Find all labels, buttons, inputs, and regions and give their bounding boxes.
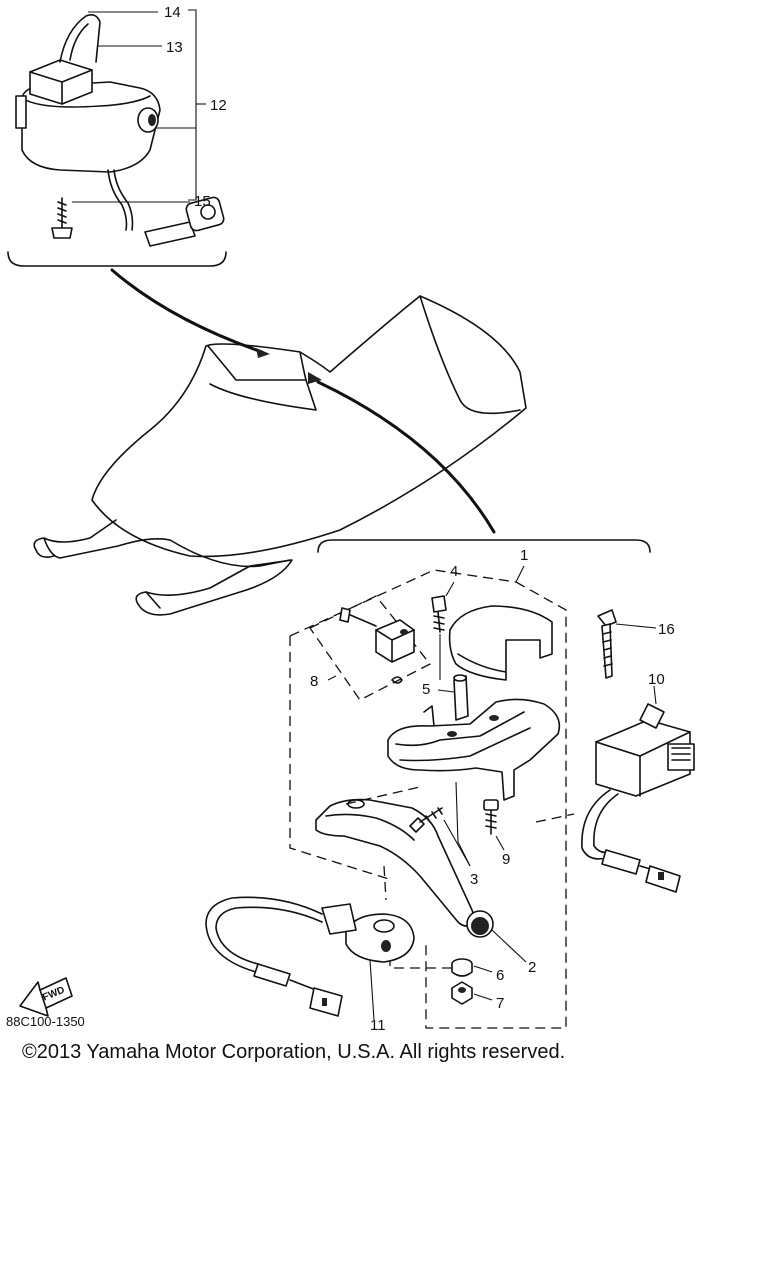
callout-10: 10 xyxy=(648,671,665,688)
relay-wire xyxy=(582,790,610,859)
callout-13: 13 xyxy=(166,39,183,56)
forward-arrow: FWD xyxy=(20,978,72,1016)
relay-10 xyxy=(582,704,694,892)
switch-wire xyxy=(206,897,322,972)
callout-6: 6 xyxy=(496,967,504,984)
brake-light-switch xyxy=(206,897,414,1016)
nut-7 xyxy=(452,982,472,1004)
drawing-code: 88C100-1350 xyxy=(6,1014,85,1029)
assembly-bracket xyxy=(318,540,650,552)
snowmobile-hood xyxy=(92,296,526,556)
callout-2: 2 xyxy=(528,959,536,976)
routing-line-upper xyxy=(112,270,262,352)
bolt-4 xyxy=(432,596,446,632)
screw-9 xyxy=(484,800,498,834)
callout-9: 9 xyxy=(502,851,510,868)
parts-diagram: 14 13 12 15 1 8 xyxy=(6,4,768,1030)
inset-bracket-top xyxy=(8,252,226,266)
callout-15: 15 xyxy=(194,193,211,210)
callout-11: 11 xyxy=(370,1017,386,1030)
lever-cover xyxy=(450,606,552,680)
subgroup-8-outline xyxy=(310,596,430,700)
callout-5: 5 xyxy=(422,681,430,698)
snowmobile-outline xyxy=(34,296,526,615)
callout-8: 8 xyxy=(310,673,318,690)
washer-6 xyxy=(452,959,472,976)
ski-left xyxy=(34,520,170,558)
lever-holder xyxy=(388,699,559,800)
switch-8 xyxy=(340,608,414,683)
cable-tie-16 xyxy=(598,610,616,678)
clamp-strap xyxy=(60,15,100,62)
callout-12: 12 xyxy=(210,97,227,114)
switch-assembly-inset xyxy=(8,10,226,266)
callout-14: 14 xyxy=(164,4,181,21)
callout-4: 4 xyxy=(450,563,458,580)
callout-16: 16 xyxy=(658,621,675,638)
collar-5 xyxy=(454,675,468,720)
copyright-notice: ©2013 Yamaha Motor Corporation, U.S.A. A… xyxy=(22,1041,566,1063)
pivot-bolt-3 xyxy=(410,808,442,832)
screw-15 xyxy=(52,198,72,238)
callout-1: 1 xyxy=(520,547,528,564)
callout-3: 3 xyxy=(470,871,478,888)
switch-connector xyxy=(145,222,195,246)
routing-line-lower xyxy=(318,382,494,532)
callout-7: 7 xyxy=(496,995,504,1012)
ski-right xyxy=(136,560,292,615)
switch-cable xyxy=(108,170,127,230)
